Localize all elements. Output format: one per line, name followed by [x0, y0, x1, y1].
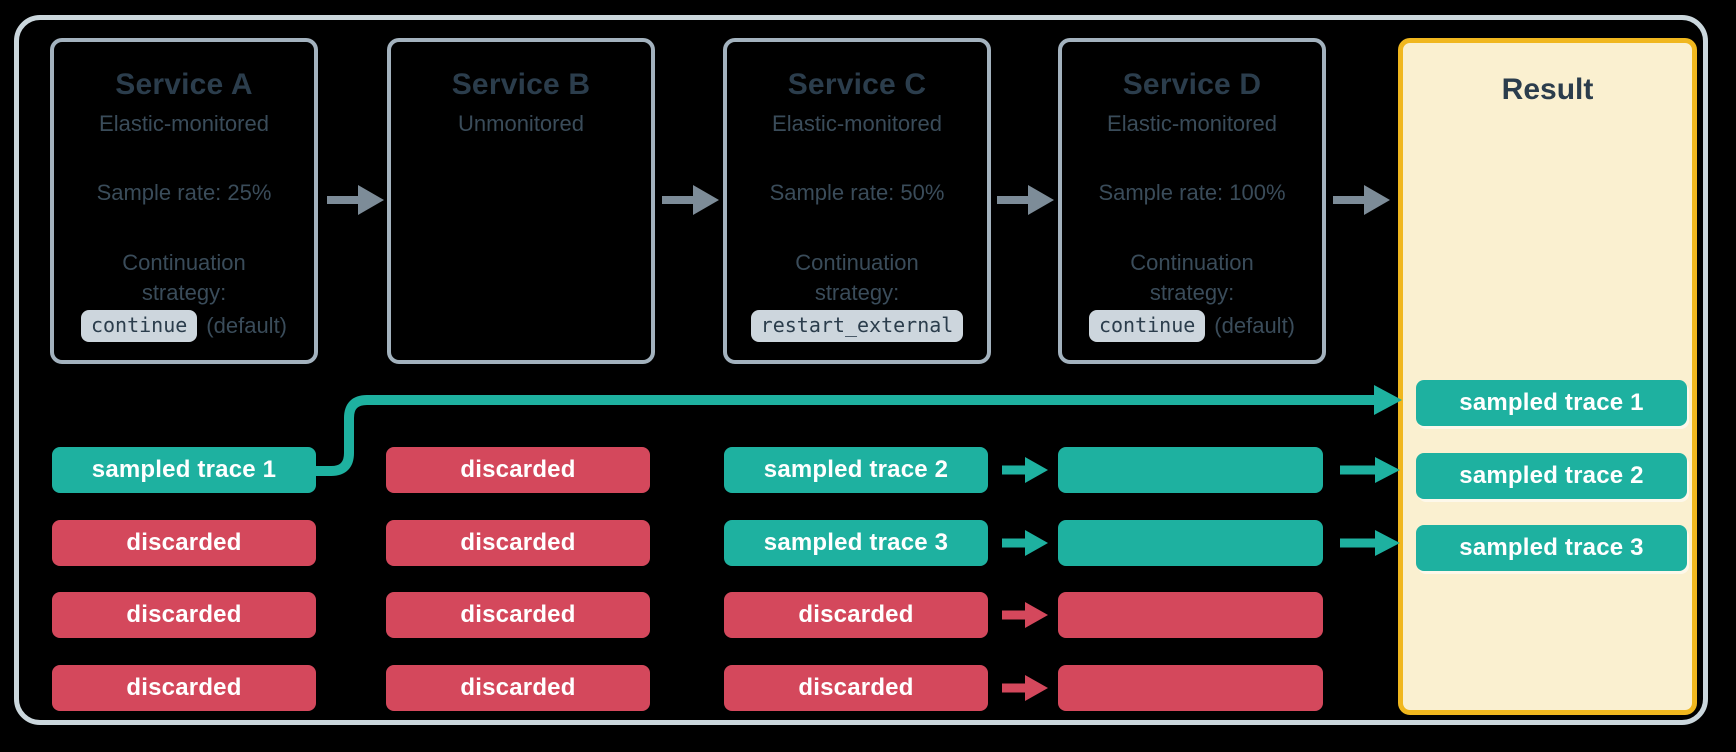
trace-chip-d3	[1058, 592, 1323, 638]
service-d-strategy-code-chip: continue	[1088, 310, 1206, 343]
service-a-continuation-label: Continuation strategy:	[122, 250, 246, 305]
trace-chip-c4: discarded	[724, 665, 988, 711]
trace-chip-b3: discarded	[386, 592, 650, 638]
service-a-strategy-code-chip: continue	[80, 310, 198, 343]
trace-chip-d4	[1058, 665, 1323, 711]
trace-chip-a1: sampled trace 1	[52, 447, 316, 493]
service-a-strategy-row: continue (default)	[80, 310, 288, 343]
service-c-strategy-code-chip: restart_external	[750, 310, 964, 343]
trace-chip-d2	[1058, 520, 1323, 566]
service-a-monitoring: Elastic-monitored	[99, 111, 269, 136]
result-title: Result	[1501, 73, 1594, 106]
trace-chip-c2: sampled trace 3	[724, 520, 988, 566]
trace-chip-a4: discarded	[52, 665, 316, 711]
trace-chip-c3: discarded	[724, 592, 988, 638]
trace-chip-a2: discarded	[52, 520, 316, 566]
result-trace-chip: sampled trace 3	[1416, 525, 1687, 571]
service-d-strategy-row: continue (default)	[1088, 310, 1296, 343]
service-b-monitoring: Unmonitored	[458, 111, 584, 136]
service-b-title: Service B	[451, 68, 591, 101]
service-d-sample-rate: Sample rate: 100%	[1098, 180, 1286, 205]
service-c-box: Service C Elastic-monitored Sample rate:…	[723, 38, 991, 364]
service-b-box: Service B Unmonitored	[387, 38, 655, 364]
service-c-continuation-label: Continuation strategy:	[795, 250, 919, 305]
service-d-monitoring: Elastic-monitored	[1107, 111, 1277, 136]
service-c-sample-rate: Sample rate: 50%	[769, 180, 945, 205]
service-c-title: Service C	[787, 68, 927, 101]
trace-chip-b4: discarded	[386, 665, 650, 711]
result-box: Result sampled trace 1 sampled trace 2 s…	[1398, 38, 1697, 715]
service-c-strategy-row: restart_external	[750, 310, 964, 343]
service-d-title: Service D	[1122, 68, 1262, 101]
service-d-continuation-label: Continuation strategy:	[1130, 250, 1254, 305]
service-a-strategy-note: (default)	[206, 313, 288, 339]
service-d-strategy-note: (default)	[1214, 313, 1296, 339]
trace-chip-d1	[1058, 447, 1323, 493]
service-a-box: Service A Elastic-monitored Sample rate:…	[50, 38, 318, 364]
trace-chip-a3: discarded	[52, 592, 316, 638]
diagram-outer-frame	[14, 15, 1708, 725]
service-a-title: Service A	[115, 68, 253, 101]
trace-chip-b1: discarded	[386, 447, 650, 493]
result-trace-chip: sampled trace 1	[1416, 380, 1687, 426]
trace-chip-c1: sampled trace 2	[724, 447, 988, 493]
service-d-box: Service D Elastic-monitored Sample rate:…	[1058, 38, 1326, 364]
service-c-monitoring: Elastic-monitored	[772, 111, 942, 136]
result-trace-chip: sampled trace 2	[1416, 453, 1687, 499]
service-a-sample-rate: Sample rate: 25%	[96, 180, 272, 205]
trace-chip-b2: discarded	[386, 520, 650, 566]
